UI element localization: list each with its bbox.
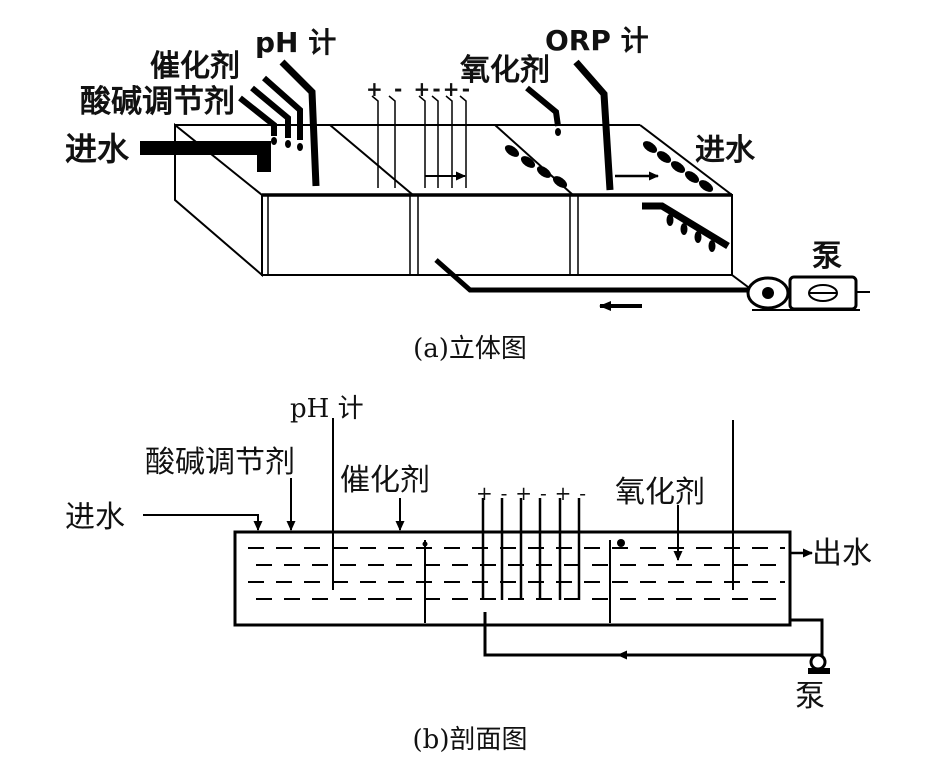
- nozzle-row-right: [642, 141, 714, 192]
- nozzle-row-middle: [504, 145, 568, 188]
- pump-body: [809, 653, 827, 671]
- recirculation-distributor-pipe: [642, 202, 730, 249]
- nozzle: [536, 166, 552, 178]
- electrode: [371, 95, 379, 188]
- inlet-right-label: 进水: [695, 133, 756, 168]
- electrodes-label-section: + - + - + -: [476, 481, 586, 505]
- acid-base-drop: [271, 137, 277, 145]
- electrode: [388, 95, 396, 188]
- catalyst-label-section: 催化剂: [340, 463, 430, 498]
- nozzle: [504, 145, 520, 157]
- oxidant-label: 氧化剂: [460, 53, 550, 88]
- pump-base: [808, 668, 830, 674]
- nozzle: [694, 231, 702, 243]
- nozzle: [520, 156, 536, 168]
- catalyst-label: 催化剂: [150, 49, 240, 84]
- water-lines: [248, 547, 785, 600]
- outlet-label-section: 出水: [812, 536, 872, 571]
- oxidant-label-section: 氧化剂: [615, 475, 705, 510]
- tank-right-top-edge: [639, 124, 733, 196]
- ph-meter-probe: [279, 59, 320, 187]
- stereo-view: pH 计 催化剂 酸碱调节剂 进水 + - +-+- 氧化剂 ORP 计 进水 …: [65, 24, 870, 364]
- electrode: [431, 95, 439, 188]
- acid-base-label: 酸碱调节剂: [80, 84, 235, 120]
- catalyst-drop-2: [297, 143, 303, 151]
- nozzle: [680, 223, 688, 235]
- nozzle: [666, 214, 674, 226]
- acid-base-label-section: 酸碱调节剂: [145, 445, 295, 480]
- distributor-nozzles: [666, 214, 716, 252]
- catalyst-drop-1: [285, 140, 291, 148]
- inlet-label-section: 进水: [65, 500, 125, 535]
- nozzle: [698, 180, 714, 192]
- electrodes-label: + - +-+-: [366, 77, 470, 101]
- return-pipe-section: [483, 612, 824, 657]
- electrode: [459, 95, 467, 188]
- caption-section-view: (b)剖面图: [413, 725, 528, 755]
- nozzle: [708, 240, 716, 252]
- electrode: [418, 95, 426, 188]
- oxidant-drop: [555, 128, 561, 136]
- inlet-left-label: 进水: [65, 130, 130, 168]
- electrode-group-top: [371, 95, 467, 188]
- section-view: pH 计 酸碱调节剂 催化剂 进水 + - + - + - 氧化剂 出水 泵 (…: [65, 394, 872, 755]
- nozzle: [642, 141, 658, 153]
- pump-icon: [746, 275, 870, 311]
- ph-meter-label-section: pH 计: [290, 394, 364, 424]
- oxidant-dosing-pipe: [525, 85, 561, 127]
- acid-base-dosing-pipe: [238, 95, 277, 136]
- return-pipe: [434, 258, 750, 293]
- pump-icon-section: [808, 653, 830, 674]
- pump-label: 泵: [812, 239, 842, 274]
- nozzle: [684, 171, 700, 183]
- nozzle: [656, 151, 672, 163]
- inlet-arrow: [143, 514, 263, 531]
- nozzle: [552, 176, 568, 188]
- electrode: [445, 95, 453, 188]
- tank-section-outline: [233, 530, 792, 627]
- inlet-pipe-left: [140, 141, 271, 172]
- orp-meter-label: ORP 计: [545, 24, 649, 57]
- partition-1-top-mark: [422, 541, 428, 547]
- partition-2-top-mark: [617, 539, 625, 547]
- pump-label-section: 泵: [795, 679, 825, 714]
- electrode-group-section: [481, 498, 581, 600]
- divider-1-top: [329, 124, 414, 196]
- catalyst-dosing-pipe-2: [262, 75, 303, 140]
- catalyst-dosing-pipe-1: [250, 85, 291, 138]
- orp-meter-probe: [573, 59, 614, 191]
- pump-hub: [762, 287, 774, 299]
- nozzle: [670, 161, 686, 173]
- caption-stereo-view: (a)立体图: [413, 334, 527, 364]
- ph-meter-label: pH 计: [255, 26, 336, 59]
